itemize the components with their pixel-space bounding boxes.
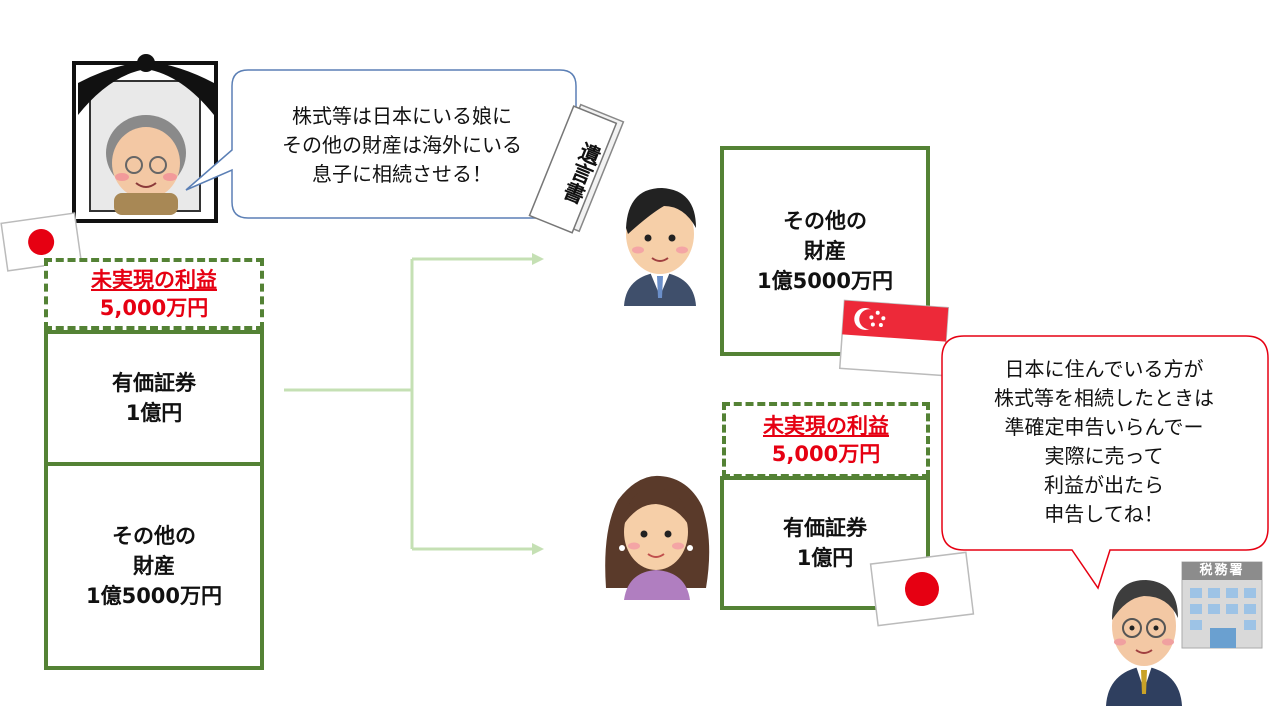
portrait-frame-icon [72,54,218,223]
tax-office-speech-text: 日本に住んでいる方が 株式等を相続したときは 準確定申告いらんでー 実際に売って… [994,357,1214,526]
unrealized-gain-amount: 5,000万円 [99,296,209,320]
son-avatar [610,178,710,308]
deceased-portrait [72,54,220,225]
father-speech-text: 株式等は日本にいる娘に その他の財産は海外にいる 息子に相続させる！ [282,103,522,186]
left-other-assets-box: その他の 財産 1億5000万円 [44,462,264,670]
tax-office-building-icon: 税務署 [1180,560,1264,650]
daughter-unrealized-gain-box: 未実現の利益 5,000万円 [722,402,930,478]
branch-arrow-icon [284,253,544,555]
unrealized-gain-title: 未実現の利益 [91,268,217,292]
daughter-avatar [598,470,716,602]
tax-office-label: 税務署 [1199,563,1245,578]
unrealized-gain-title: 未実現の利益 [763,414,889,438]
left-securities-box: 有価証券 1億円 [44,330,264,466]
japan-flag-icon [868,548,976,630]
will-document-icon: 遺言書 [522,103,632,234]
speech-bubble-shape [185,69,577,219]
left-unrealized-gain-box: 未実現の利益 5,000万円 [44,258,264,330]
singapore-flag-icon [836,298,952,378]
japan-flag-icon [0,210,82,272]
speech-bubble-shape [941,335,1269,590]
unrealized-gain-amount: 5,000万円 [771,442,881,466]
tax-officer-avatar [1098,566,1190,706]
